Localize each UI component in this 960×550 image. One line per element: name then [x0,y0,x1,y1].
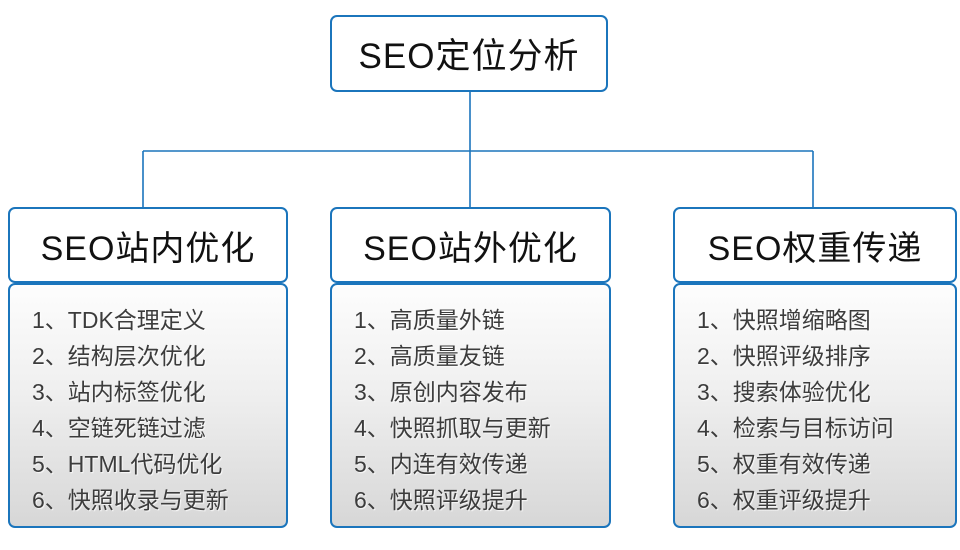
branch-offsite: SEO站外优化 1、高质量外链 2、高质量友链 3、原创内容发布 4、快照抓取与… [330,207,611,528]
list-item: 3、搜索体验优化 [697,379,871,405]
list-item: 5、权重有效传递 [697,451,871,477]
list-item: 3、原创内容发布 [354,379,528,405]
branch-onsite-title: SEO站内优化 [40,229,256,268]
root-node-title: SEO定位分析 [358,37,580,76]
list-item: 2、结构层次优化 [32,343,206,369]
list-item: 6、快照评级提升 [354,487,528,513]
list-item: 6、权重评级提升 [697,487,871,513]
list-item: 2、高质量友链 [354,343,505,369]
branch-offsite-header: SEO站外优化 [330,207,611,283]
list-item: 6、快照收录与更新 [32,487,229,513]
list-item: 4、检索与目标访问 [697,415,894,441]
branch-offsite-list: 1、高质量外链 2、高质量友链 3、原创内容发布 4、快照抓取与更新 5、内连有… [330,283,611,528]
list-item: 3、站内标签优化 [32,379,206,405]
branch-weight-header: SEO权重传递 [673,207,957,283]
branch-onsite-list: 1、TDK合理定义 2、结构层次优化 3、站内标签优化 4、空链死链过滤 5、H… [8,283,288,528]
root-node: SEO定位分析 [330,15,608,92]
list-item: 4、快照抓取与更新 [354,415,551,441]
list-item: 5、HTML代码优化 [32,451,223,477]
branch-offsite-title: SEO站外优化 [363,229,578,268]
list-item: 1、高质量外链 [354,307,505,333]
branch-onsite: SEO站内优化 1、TDK合理定义 2、结构层次优化 3、站内标签优化 4、空链… [8,207,288,528]
list-item: 1、TDK合理定义 [32,307,206,333]
list-item: 5、内连有效传递 [354,451,528,477]
list-item: 1、快照增缩略图 [697,307,871,333]
branch-onsite-header: SEO站内优化 [8,207,288,283]
branch-weight-list: 1、快照增缩略图 2、快照评级排序 3、搜索体验优化 4、检索与目标访问 5、权… [673,283,957,528]
branch-weight: SEO权重传递 1、快照增缩略图 2、快照评级排序 3、搜索体验优化 4、检索与… [673,207,957,528]
list-item: 4、空链死链过滤 [32,415,206,441]
branch-weight-title: SEO权重传递 [707,229,923,268]
list-item: 2、快照评级排序 [697,343,871,369]
